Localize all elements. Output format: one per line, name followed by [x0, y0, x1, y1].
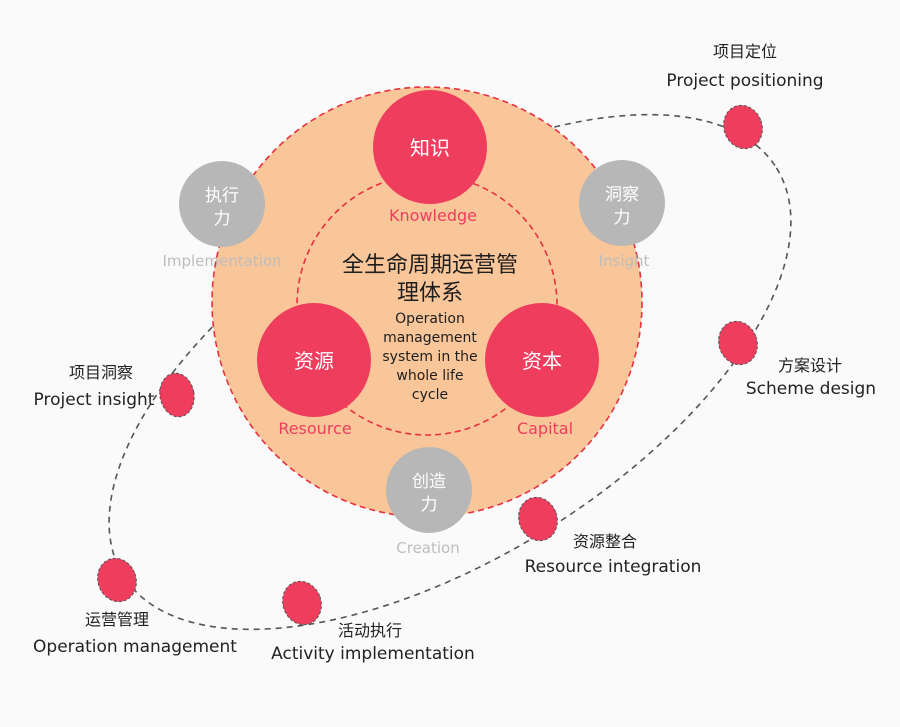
core-node-resource: 资源 Resource: [257, 303, 371, 438]
ability-en-label: Insight: [599, 252, 650, 270]
core-zh-label: 资本: [522, 349, 562, 373]
orbit-en-label: Project positioning: [666, 71, 823, 91]
orbit-zh-label: 项目定位: [713, 42, 777, 61]
center-title-line1: 全生命周期运营管: [342, 253, 518, 278]
core-node-knowledge: 知识 Knowledge: [373, 90, 487, 225]
core-circle: [373, 90, 487, 204]
ability-zh-line2: 力: [614, 208, 631, 228]
ability-node-creation: 创造 力 Creation: [386, 447, 472, 557]
ability-zh-line1: 创造: [412, 472, 446, 492]
orbit-en-label: Scheme design: [746, 379, 876, 399]
orbit-en-label: Activity implementation: [271, 644, 475, 664]
core-en-label: Knowledge: [389, 206, 477, 225]
ability-node-insight: 洞察 力 Insight: [579, 160, 665, 270]
orbit-en-label: Resource integration: [525, 557, 702, 577]
center-title-line2: 理体系: [397, 281, 463, 306]
ability-en-label: Creation: [396, 539, 459, 557]
orbit-zh-label: 资源整合: [573, 532, 637, 551]
ability-node-implementation: 执行 力 Implementation: [162, 161, 282, 270]
orbit-marker: [159, 372, 195, 418]
orbit-en-label: Operation management: [33, 637, 237, 657]
orbit-node-scheme-design: 方案设计 Scheme design: [718, 320, 876, 399]
orbit-zh-label: 活动执行: [338, 621, 402, 640]
ability-zh-line2: 力: [214, 209, 231, 229]
orbit-marker: [723, 104, 763, 150]
ability-zh-line1: 执行: [205, 186, 239, 206]
center-subtitle-line: cycle: [412, 387, 448, 403]
ability-en-label: Implementation: [162, 252, 281, 270]
orbit-node-project-positioning: 项目定位 Project positioning: [666, 42, 824, 150]
orbit-zh-label: 运营管理: [85, 610, 149, 629]
orbit-zh-label: 项目洞察: [69, 363, 133, 382]
orbit-marker: [718, 320, 758, 366]
orbit-en-label: Project insight: [34, 390, 155, 410]
core-en-label: Resource: [278, 419, 351, 438]
orbit-node-resource-integration: 资源整合 Resource integration: [518, 496, 702, 577]
core-zh-label: 资源: [294, 349, 334, 373]
ability-circle: [579, 160, 665, 246]
core-circle: [485, 303, 599, 417]
orbit-node-project-insight: 项目洞察 Project insight: [34, 363, 195, 418]
orbit-marker: [518, 496, 558, 542]
ability-circle: [386, 447, 472, 533]
core-zh-label: 知识: [410, 136, 450, 160]
center-subtitle-line: Operation: [395, 311, 465, 327]
orbit-marker: [97, 557, 137, 603]
orbit-node-operation-management: 运营管理 Operation management: [33, 557, 237, 657]
center-subtitle-line: whole life: [396, 368, 463, 384]
core-node-capital: 资本 Capital: [485, 303, 599, 438]
center-subtitle-line: management: [383, 330, 477, 346]
orbit-node-activity-implementation: 活动执行 Activity implementation: [271, 580, 475, 664]
center-subtitle-line: system in the: [382, 349, 477, 365]
orbit-path: [108, 113, 792, 631]
ability-zh-line2: 力: [421, 495, 438, 515]
core-circle: [257, 303, 371, 417]
orbit-zh-label: 方案设计: [778, 356, 842, 375]
core-en-label: Capital: [517, 419, 573, 438]
ability-circle: [179, 161, 265, 247]
ability-zh-line1: 洞察: [605, 185, 639, 205]
orbit-marker: [282, 580, 322, 626]
